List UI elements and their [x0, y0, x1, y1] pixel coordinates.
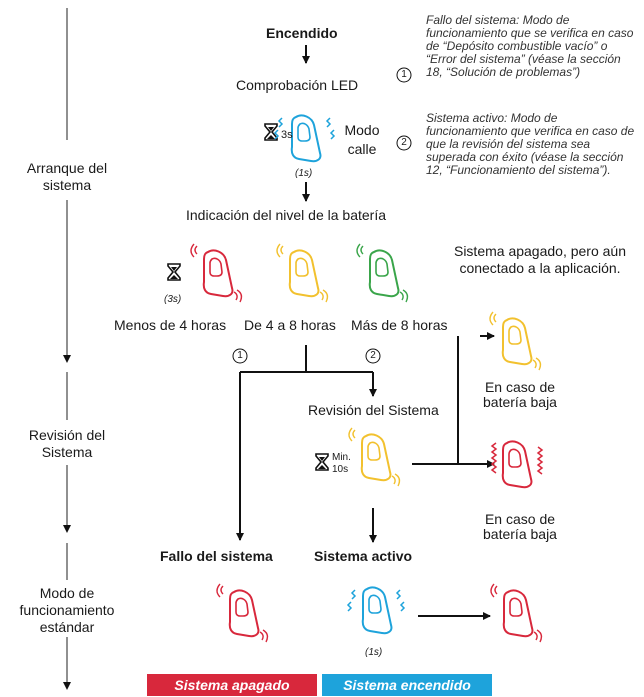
led-check-label: Comprobación LED — [236, 77, 359, 93]
blink-1s-b-label: (1s) — [365, 647, 383, 658]
phase-startup-label: Arranque del sistema — [26, 160, 108, 193]
fault-device-icon — [216, 583, 269, 643]
system-fault-label: Fallo del sistema — [160, 548, 273, 564]
battery-more-8-label: Más de 8 horas — [351, 317, 448, 333]
note-2-circle — [396, 135, 412, 151]
note-2-number: 2 — [401, 137, 407, 148]
battery-4-8-label: De 4 a 8 horas — [244, 317, 336, 333]
marker-2: 2 — [370, 350, 376, 361]
note-1-text: Fallo del sistema: Modo de funcionamient… — [426, 13, 634, 79]
flow-arrows — [236, 45, 495, 620]
legend-off-badge: Sistema apagado — [147, 674, 317, 696]
off-connected-label: Sistema apagado, pero aún conectado a la… — [453, 243, 626, 276]
phase-review-label: Revisión del Sistema — [28, 427, 106, 460]
battery-wait-label: (3s) — [164, 294, 182, 305]
active-device-icon — [346, 586, 406, 635]
street-mode-label: Modo calle — [344, 122, 380, 157]
blink-1s-label: (1s) — [295, 168, 313, 179]
note-1-number: 1 — [401, 69, 407, 80]
note-2-text: Sistema activo: Modo de funcionamiento q… — [426, 111, 635, 177]
system-active-label: Sistema activo — [314, 548, 413, 564]
phase-standard-label: Modo de funcionamiento estándar — [19, 585, 115, 635]
battery-indication-label: Indicación del nivel de la batería — [186, 207, 387, 223]
battery-high-device-icon — [356, 243, 409, 303]
battery-less-4-label: Menos de 4 horas — [114, 317, 227, 333]
hourglass-icon — [167, 263, 181, 281]
street-mode-device-icon — [273, 114, 336, 163]
power-on-label: Encendido — [266, 25, 338, 41]
low-battery-red-label: En caso de batería baja — [483, 511, 557, 542]
note-1-circle — [396, 67, 412, 83]
marker-2-circle — [365, 348, 381, 364]
low-battery-red-device-icon — [490, 440, 544, 489]
low-battery-yellow-label: En caso de batería baja — [483, 379, 557, 410]
low-battery-yellow-device-icon — [489, 311, 542, 371]
hourglass-icon — [315, 453, 329, 471]
battery-mid-device-icon — [276, 243, 329, 303]
off-device-icon — [490, 583, 543, 643]
battery-low-device-icon — [190, 243, 243, 303]
system-review-label: Revisión del Sistema — [308, 402, 439, 418]
marker-1: 1 — [237, 350, 243, 361]
legend-on-badge: Sistema encendido — [322, 674, 492, 696]
min-10s-label: Min. 10s — [332, 452, 351, 475]
wait-3s-label: 3s — [281, 129, 293, 141]
marker-1-circle — [232, 348, 248, 364]
